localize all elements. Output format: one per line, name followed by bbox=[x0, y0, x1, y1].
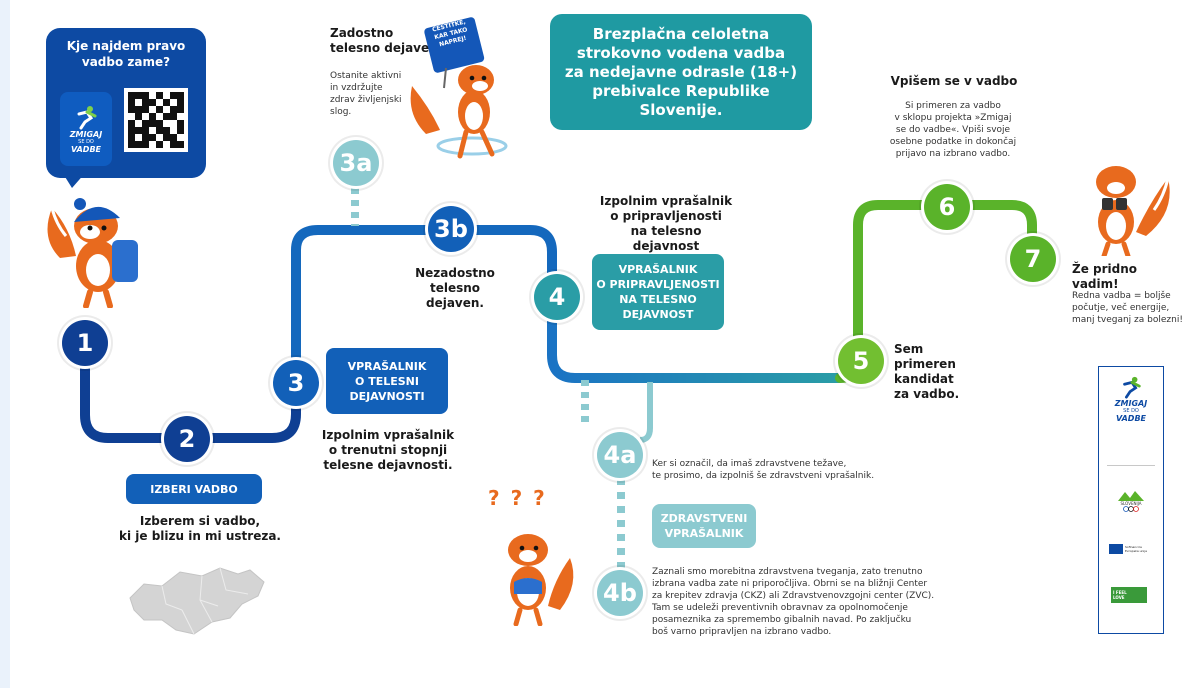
choose-workout-button[interactable]: IZBERI VADBO bbox=[126, 474, 262, 504]
runner-logo-icon bbox=[1123, 376, 1141, 399]
partner-logo-word-2: SE DO bbox=[1123, 408, 1139, 414]
runner-icon bbox=[77, 106, 97, 130]
path-segment-3-4 bbox=[291, 225, 557, 385]
i-feel-love-logo: I FEEL LOVE bbox=[1111, 587, 1147, 603]
readiness-questionnaire-button[interactable]: VPRAŠALNIK O PRIPRAVLJENOSTI NA TELESNO … bbox=[592, 254, 724, 330]
partner-logos-panel: ZMIGAJ SE DO VADBE SLOVENIJA Sofinancira… bbox=[1098, 366, 1164, 634]
step-3a-circle: 3a bbox=[333, 140, 379, 186]
step-4-circle: 4 bbox=[534, 274, 580, 320]
partner-zmigaj-logo: ZMIGAJ SE DO VADBE bbox=[1099, 375, 1163, 423]
qr-code[interactable] bbox=[124, 88, 188, 152]
bubble-tail bbox=[62, 172, 86, 188]
slovenia-map-icon bbox=[129, 567, 265, 635]
logo-word-2: SE DO bbox=[78, 139, 94, 145]
logo-word-1: ZMIGAJ bbox=[69, 130, 103, 139]
step-2-circle: 2 bbox=[164, 416, 210, 462]
step6-text: Si primeren za vadbo v sklopu projekta »… bbox=[889, 101, 1017, 159]
fox-mascot-confused-icon bbox=[508, 534, 574, 626]
activity-questionnaire-button[interactable]: VPRAŠALNIK O TELESNI DEJAVNOSTI bbox=[326, 348, 448, 414]
step-1-circle: 1 bbox=[62, 320, 108, 366]
feel-love-line-1: I FEEL bbox=[1113, 590, 1127, 595]
feel-love-line-2: LOVE bbox=[1113, 595, 1125, 600]
step7-title: Že pridno vadim! bbox=[1072, 262, 1138, 291]
eu-flag-icon bbox=[1109, 544, 1123, 554]
step3a-title: Zadostno telesno dejaven. bbox=[330, 26, 443, 55]
olympic-rings-icon bbox=[1123, 506, 1139, 512]
question-marks: ? ? ? bbox=[488, 486, 547, 510]
step-4a-circle: 4a bbox=[597, 432, 643, 478]
fox-mascot-pillow-icon bbox=[47, 198, 138, 308]
fox-mascot-sign-icon bbox=[410, 17, 508, 159]
step6-title: Vpišem se v vadbo bbox=[890, 74, 1018, 88]
partner-divider bbox=[1107, 465, 1155, 466]
step5-text: Sem primeren kandidat za vadbo. bbox=[894, 342, 960, 401]
step-6-circle: 6 bbox=[924, 184, 970, 230]
solid-branch-4a-right bbox=[639, 382, 653, 443]
program-info-box: Brezplačna celoletna strokovno vodena va… bbox=[550, 14, 812, 130]
step-3b-circle: 3b bbox=[428, 206, 474, 252]
path-segment-4-5 bbox=[547, 270, 845, 383]
left-edge-strip bbox=[0, 0, 10, 688]
step-7-circle: 7 bbox=[1010, 236, 1056, 282]
step-3-circle: 3 bbox=[273, 360, 319, 406]
slovenia-olympic-logo: SLOVENIJA bbox=[1099, 489, 1163, 514]
qr-info-bubble: Kje najdem pravo vadbo zame? ZMIGAJ SE D… bbox=[46, 28, 206, 178]
step2-text: Izberem si vadbo, ki je blizu in mi ustr… bbox=[119, 514, 281, 543]
eu-logo-line-1: Sofinancira bbox=[1125, 545, 1142, 549]
mountain-logo-icon bbox=[1118, 491, 1144, 501]
fox-mascot-binoculars-icon bbox=[1096, 166, 1170, 256]
step-5-circle: 5 bbox=[838, 338, 884, 384]
slovenia-logo-text: SLOVENIJA bbox=[1120, 501, 1142, 506]
step4b-text: Zaznali smo morebitna zdravstvena tvegan… bbox=[652, 567, 935, 637]
qr-bubble-title: Kje najdem pravo vadbo zame? bbox=[66, 39, 186, 69]
eu-logo-line-2: Evropska unija bbox=[1125, 549, 1147, 553]
step-4b-circle: 4b bbox=[597, 570, 643, 616]
step3-text: Izpolnim vprašalnik o trenutni stopnji t… bbox=[321, 428, 455, 472]
health-questionnaire-button[interactable]: ZDRAVSTVENI VPRAŠALNIK bbox=[652, 504, 756, 548]
eu-logo: Sofinancira Evropska unija bbox=[1109, 543, 1159, 555]
partner-logo-word-3: VADBE bbox=[1115, 414, 1147, 423]
step4a-text: Ker si označil, da imaš zdravstvene teža… bbox=[652, 459, 875, 481]
step7-text: Redna vadba = boljše počutje, več energi… bbox=[1072, 291, 1183, 325]
logo-word-3: VADBE bbox=[70, 145, 102, 154]
step3a-text: Ostanite aktivni in vzdržujte zdrav živl… bbox=[330, 71, 402, 117]
zmigaj-logo: ZMIGAJ SE DO VADBE bbox=[60, 92, 112, 166]
step3b-text: Nezadostno telesno dejaven. bbox=[415, 266, 495, 310]
partner-logo-word-1: ZMIGAJ bbox=[1114, 399, 1148, 408]
step4-title: Izpolnim vprašalnik o pripravljenosti na… bbox=[599, 194, 733, 253]
